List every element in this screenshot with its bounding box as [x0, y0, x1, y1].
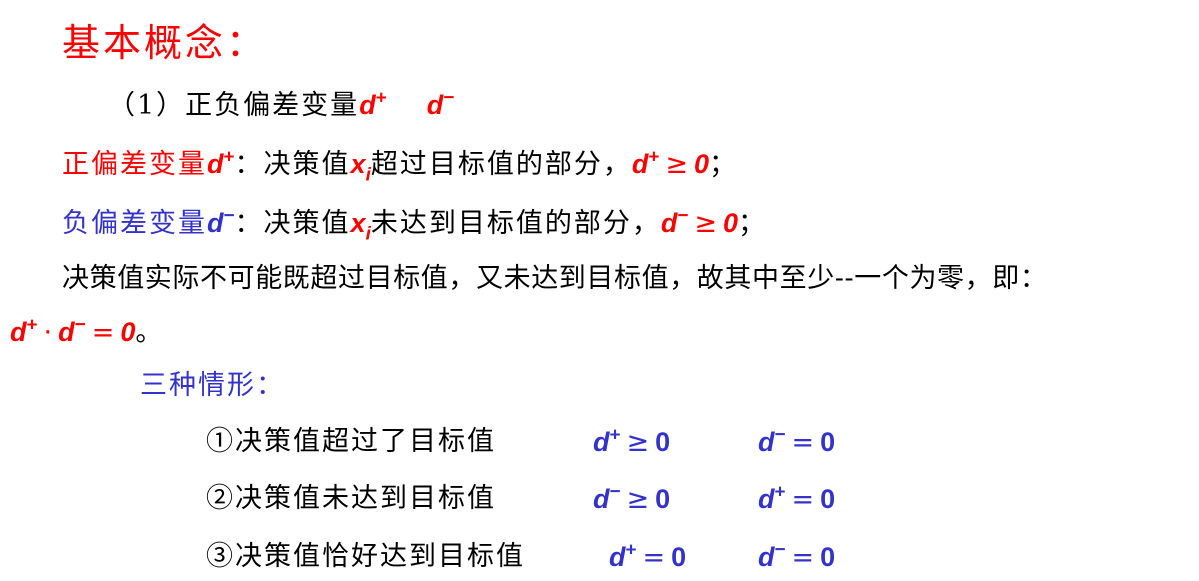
case-2-label: ②决策值未达到目标值 — [206, 483, 496, 514]
product-expression: d+·d−=0 — [10, 314, 136, 348]
positive-x: xi — [350, 149, 371, 186]
negative-var: d− — [207, 205, 235, 238]
case-3-label: ③决策值恰好达到目标值 — [206, 541, 525, 572]
negative-text1: ：决策值 — [234, 208, 351, 239]
case-1-expr-1: d+≥0 — [593, 424, 671, 458]
d-minus-symbol: d− — [426, 87, 455, 120]
product-end: 。 — [135, 317, 165, 348]
page-title: 基本概念： — [62, 21, 268, 65]
positive-text2: 超过目标值的部分， — [370, 149, 632, 180]
product-equation: d+·d−=0。 — [10, 312, 164, 353]
positive-var: d+ — [207, 146, 235, 179]
case-1-expr-2: d−=0 — [758, 424, 836, 458]
cases-title: 三种情形： — [140, 370, 285, 401]
case-2-expr-1: d−≥0 — [593, 481, 671, 515]
negative-deviation-def: 负偏差变量d−：决策值xi未达到目标值的部分，d−≥0； — [62, 203, 767, 244]
item-1-label: （1）正负偏差变量 — [108, 90, 360, 121]
d-plus-symbol: d+ — [359, 87, 387, 120]
negative-condition: d−≥0 — [660, 205, 739, 239]
case-3-expr-1: d+=0 — [609, 539, 687, 573]
case-3-expr-2: d−=0 — [758, 539, 836, 573]
case-1-label: ①决策值超过了目标值 — [206, 426, 496, 457]
negative-label: 负偏差变量 — [62, 208, 207, 239]
item-1: （1）正负偏差变量d+ d− — [108, 85, 454, 126]
statement-text: 决策值实际不可能既超过目标值，又未达到目标值，故其中至少--一个为零，即： — [62, 263, 1048, 294]
positive-label: 正偏差变量 — [62, 149, 207, 180]
positive-end: ； — [709, 149, 739, 180]
positive-text1: ：决策值 — [234, 149, 351, 180]
negative-end: ； — [738, 208, 768, 239]
positive-deviation-def: 正偏差变量d+：决策值xi超过目标值的部分，d+≥0； — [62, 144, 738, 185]
positive-condition: d+≥0 — [631, 146, 710, 180]
negative-text2: 未达到目标值的部分， — [370, 208, 661, 239]
negative-x: xi — [350, 208, 371, 245]
case-2-expr-2: d+=0 — [758, 481, 836, 515]
